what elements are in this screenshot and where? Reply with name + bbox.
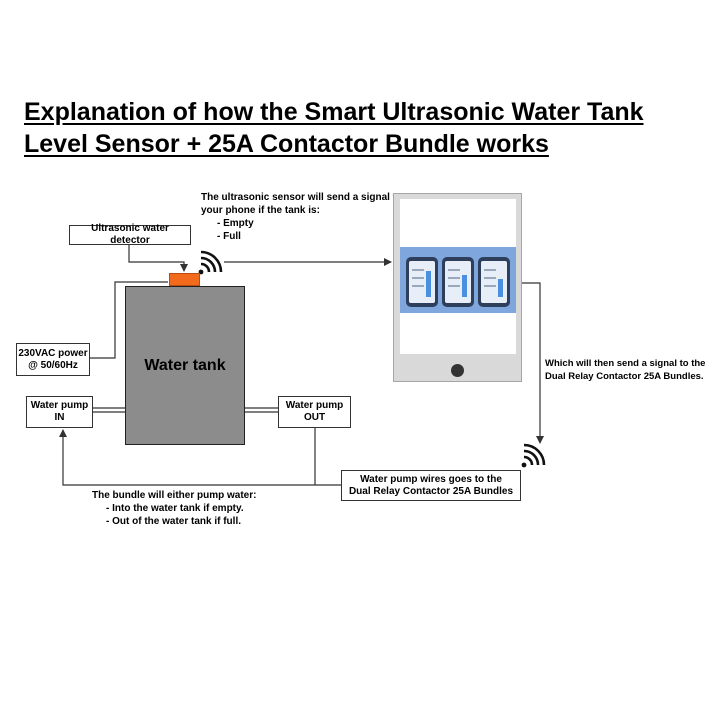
bundle-note: The bundle will either pump water: - Int…	[92, 489, 256, 528]
tablet-screen	[400, 199, 516, 354]
sensor-wifi-icon	[198, 250, 223, 275]
phone-screen-2	[445, 261, 471, 303]
app-preview-band	[400, 247, 516, 313]
power-line-2: @ 50/60Hz	[28, 359, 78, 371]
power-wire	[90, 281, 168, 359]
title-line-1: Explanation of how the Smart Ultrasonic …	[24, 98, 644, 126]
phone-line	[484, 277, 496, 279]
relay-signal-note: Which will then send a signal to the Dua…	[545, 357, 705, 383]
pump-out-line-1: Water pump	[285, 400, 344, 411]
water-tank-label: Water tank	[144, 356, 226, 374]
pump-out-line-2: OUT	[303, 412, 326, 423]
ultrasonic-detector-label: Ultrasonic water detector	[69, 223, 191, 246]
pump-wires-line-1: Water pump wires goes to the	[360, 473, 502, 485]
phone-line	[484, 285, 496, 287]
bundle-line-1: The bundle will either pump water:	[92, 490, 257, 501]
sensor-state-full: - Full	[217, 231, 241, 242]
power-line-1: 230VAC power	[18, 347, 88, 359]
sensor-signal-line-1: The ultrasonic sensor will send a signal…	[201, 192, 403, 203]
phone-preview-1	[406, 257, 438, 307]
relay-signal-line-1: Which will then send a signal to the	[545, 358, 706, 369]
bundle-item-out: - Out of the water tank if full.	[106, 516, 241, 527]
power-supply-box: 230VAC power @ 50/60Hz	[16, 343, 90, 376]
ultrasonic-sensor	[169, 273, 200, 286]
pump-in-line-2: IN	[54, 412, 65, 423]
phone-line	[448, 285, 460, 287]
page-title: Explanation of how the Smart Ultrasonic …	[24, 96, 704, 160]
phone-preview-3	[478, 257, 510, 307]
phone-line	[412, 277, 424, 279]
sensor-signal-line-2: your phone if the tank is:	[201, 205, 320, 216]
bundle-item-into: - Into the water tank if empty.	[106, 503, 244, 514]
pump-in-line-1: Water pump	[30, 400, 89, 411]
tablet-device	[393, 193, 522, 382]
relay-signal-line-2: Dual Relay Contactor 25A Bundles.	[545, 371, 704, 382]
sensor-signal-note: The ultrasonic sensor will send a signal…	[201, 191, 402, 243]
water-pump-in-box: Water pump IN	[26, 396, 93, 428]
sensor-state-empty: - Empty	[217, 218, 254, 229]
phone-line	[412, 285, 424, 287]
phone-preview-2	[442, 257, 474, 307]
phone-screen-3	[481, 261, 507, 303]
title-line-2: Level Sensor + 25A Contactor Bundle work…	[24, 130, 549, 158]
phone-line	[412, 269, 424, 271]
phone-screen-1	[409, 261, 435, 303]
home-button[interactable]	[451, 364, 464, 377]
level-bar	[426, 271, 431, 297]
level-bar	[462, 275, 467, 297]
pump-wires-return-arrow	[59, 429, 341, 486]
pump-wires-box: Water pump wires goes to the Dual Relay …	[341, 470, 521, 501]
water-pump-out-box: Water pump OUT	[278, 396, 351, 428]
tablet-to-relay-arrow	[522, 282, 544, 444]
level-bar	[498, 279, 503, 297]
water-tank: Water tank	[125, 286, 245, 445]
ultrasonic-detector-text: Ultrasonic water detector	[91, 223, 169, 246]
phone-line	[448, 277, 460, 279]
relay-wifi-icon	[521, 443, 546, 468]
pump-wires-line-2: Dual Relay Contactor 25A Bundles	[348, 485, 514, 497]
phone-line	[484, 269, 496, 271]
detector-to-sensor-arrow	[128, 245, 188, 272]
phone-line	[448, 269, 460, 271]
